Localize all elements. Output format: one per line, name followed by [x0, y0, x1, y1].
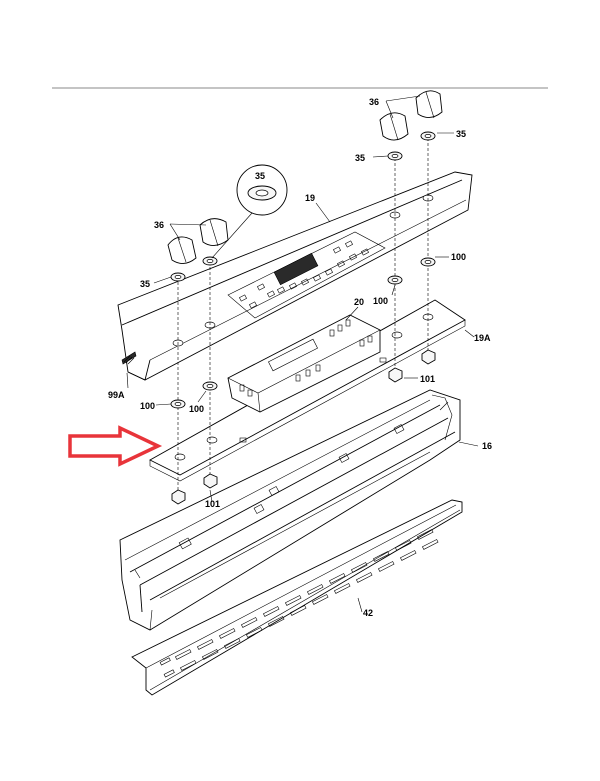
label-35-left: 35 — [140, 279, 150, 289]
label-42: 42 — [363, 608, 373, 618]
label-100-mid: 100 — [373, 296, 388, 306]
vent-trim-part-42 — [131, 499, 463, 696]
label-36-top: 36 — [369, 97, 379, 107]
label-36-left: 36 — [154, 220, 164, 230]
label-101-left: 101 — [205, 499, 220, 509]
label-35-right: 35 — [456, 129, 466, 139]
label-100-left: 100 — [140, 401, 155, 411]
knob-group-left — [167, 218, 229, 264]
washers — [170, 131, 436, 409]
callout-magnifier — [211, 164, 288, 259]
label-100-lower: 100 — [189, 404, 204, 414]
knob-group-right — [379, 90, 443, 141]
label-35-top-left: 35 — [355, 153, 365, 163]
label-101-right: 101 — [420, 374, 435, 384]
label-19: 19 — [305, 193, 315, 203]
backguard-frame-part-16 — [119, 389, 461, 631]
label-100-right: 100 — [451, 252, 466, 262]
nuts — [171, 349, 436, 505]
label-35-callout: 35 — [255, 171, 265, 181]
label-16: 16 — [482, 441, 492, 451]
label-99a: 99A — [108, 390, 125, 400]
control-board-part-20 — [227, 314, 381, 413]
label-20: 20 — [354, 297, 364, 307]
leader-lines — [126, 95, 479, 613]
label-19a: 19A — [474, 333, 491, 343]
red-pointer-arrow — [68, 425, 163, 467]
alignment-lines — [177, 138, 429, 500]
